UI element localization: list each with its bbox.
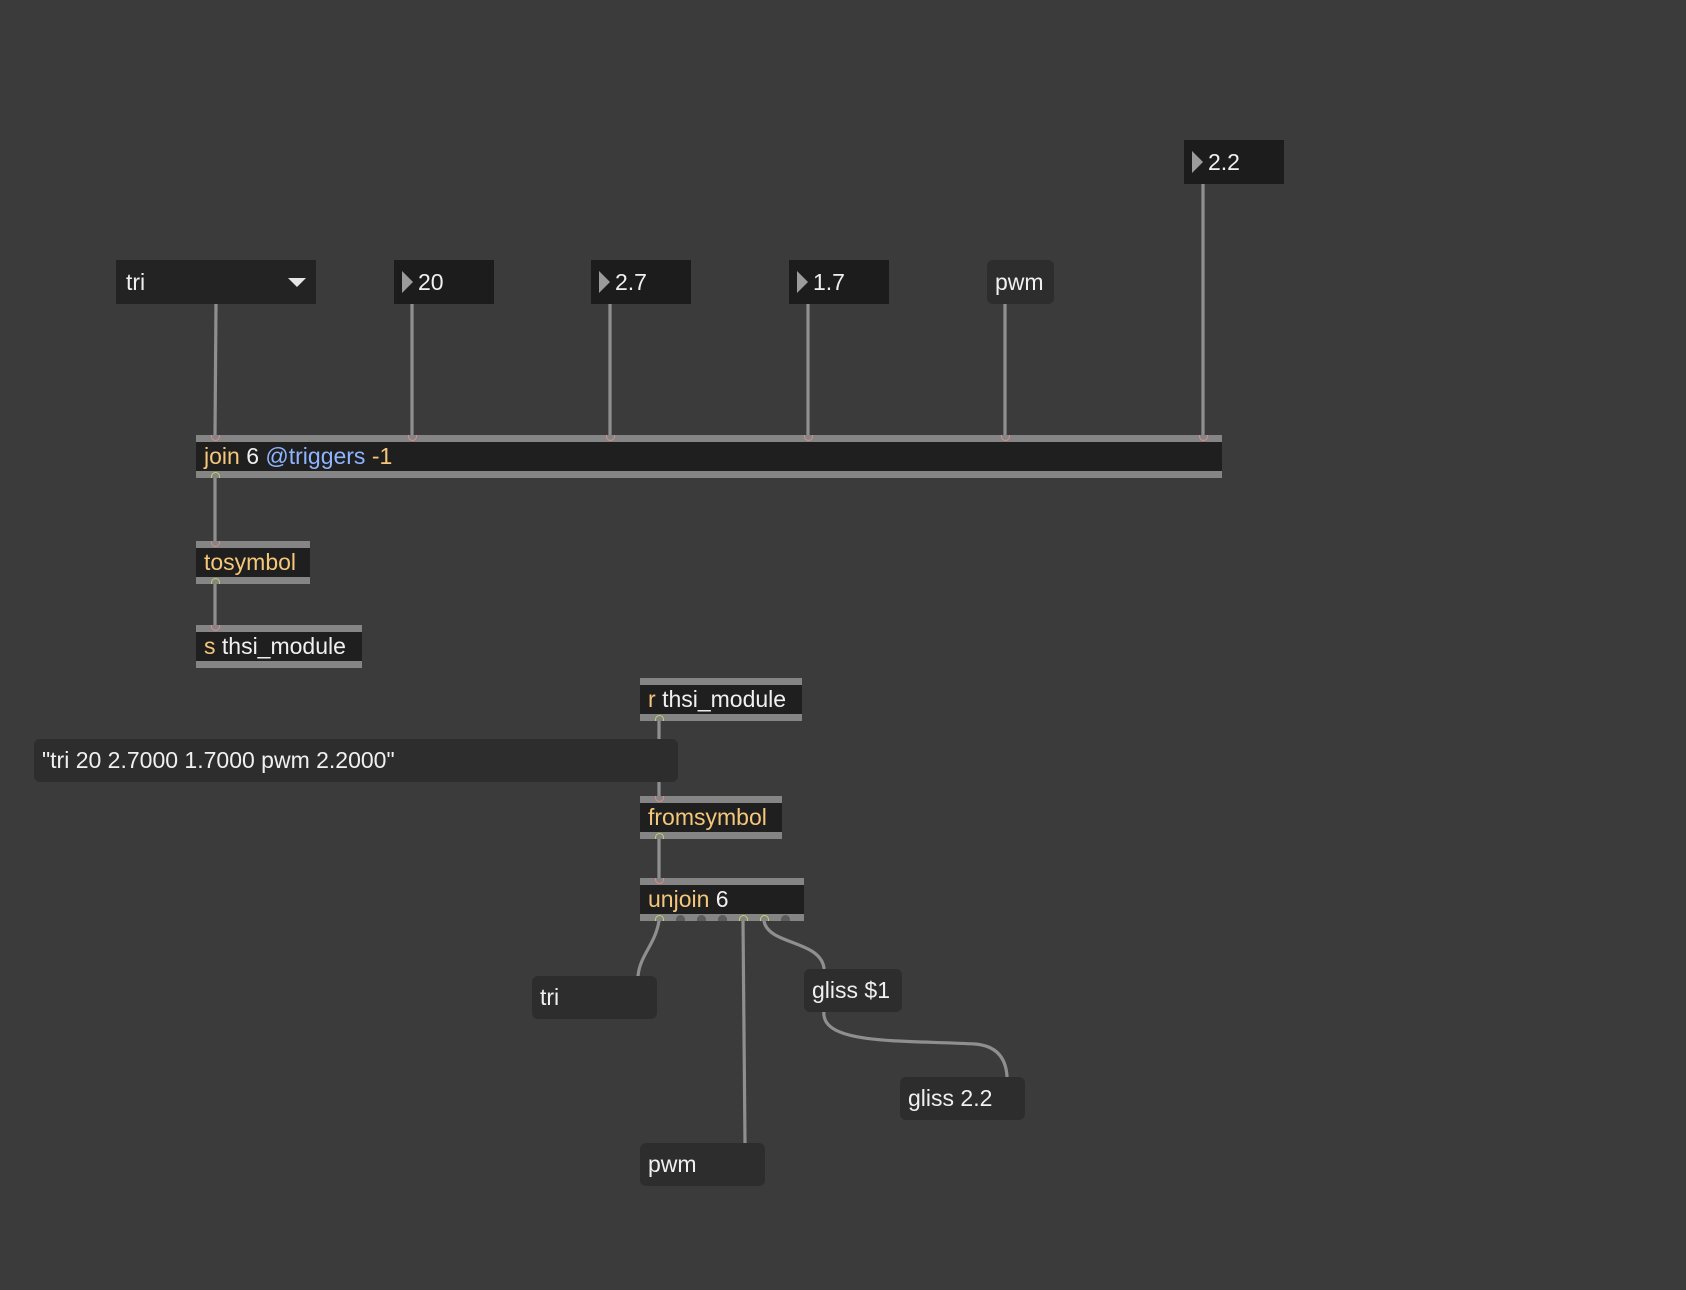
message-box-out-tri[interactable]: tri bbox=[532, 976, 657, 1019]
number-box-gliss[interactable]: 2.2 bbox=[1184, 140, 1284, 184]
object-arg: thsi_module bbox=[221, 633, 346, 659]
inlet[interactable] bbox=[655, 878, 664, 884]
umenu-waveform[interactable]: tri bbox=[116, 260, 316, 304]
message-box-gliss-result[interactable]: gliss 2.2 bbox=[900, 1077, 1025, 1120]
outlet[interactable] bbox=[211, 578, 220, 584]
number-value: 2.7 bbox=[615, 268, 647, 295]
object-receive[interactable]: r thsi_module bbox=[640, 678, 802, 721]
number-box-20[interactable]: 20 bbox=[394, 260, 494, 304]
inlet[interactable] bbox=[211, 625, 220, 631]
object-tosymbol[interactable]: tosymbol bbox=[196, 541, 310, 584]
object-send[interactable]: s thsi_module bbox=[196, 625, 362, 668]
object-class: r bbox=[648, 686, 656, 712]
message-text: pwm bbox=[648, 1151, 697, 1177]
object-arg: 6 bbox=[246, 443, 259, 469]
object-join[interactable]: join 6 @triggers -1 bbox=[196, 435, 1222, 478]
outlet[interactable] bbox=[718, 915, 727, 921]
outlet[interactable] bbox=[697, 915, 706, 921]
outlet[interactable] bbox=[760, 915, 769, 921]
inlet[interactable] bbox=[606, 435, 615, 441]
number-value: 20 bbox=[418, 268, 444, 295]
outlet[interactable] bbox=[739, 915, 748, 921]
number-box-2-7[interactable]: 2.7 bbox=[591, 260, 691, 304]
message-box-gliss-template[interactable]: gliss $1 bbox=[804, 969, 902, 1012]
object-fromsymbol[interactable]: fromsymbol bbox=[640, 796, 782, 839]
message-text: tri bbox=[540, 984, 560, 1010]
message-text: pwm bbox=[995, 268, 1044, 295]
message-text: gliss 2.2 bbox=[908, 1085, 993, 1111]
inlet[interactable] bbox=[1001, 435, 1010, 441]
inlet[interactable] bbox=[655, 796, 664, 802]
outlet[interactable] bbox=[655, 833, 664, 839]
object-class: s bbox=[204, 633, 216, 659]
object-arg: 6 bbox=[715, 886, 729, 912]
message-box-joined-string[interactable]: "tri 20 2.7000 1.7000 pwm 2.2000" bbox=[34, 739, 678, 782]
outlet[interactable] bbox=[655, 915, 664, 921]
patch-cord bbox=[762, 919, 826, 970]
inlet[interactable] bbox=[211, 435, 220, 441]
message-text: "tri 20 2.7000 1.7000 pwm 2.2000" bbox=[42, 747, 395, 773]
number-value: 2.2 bbox=[1208, 148, 1240, 175]
message-text: gliss $1 bbox=[812, 977, 890, 1003]
object-class: join bbox=[204, 443, 240, 469]
patch-cord bbox=[741, 919, 747, 1145]
object-attribute-value: -1 bbox=[371, 443, 393, 469]
object-class: tosymbol bbox=[204, 549, 297, 575]
message-box-out-pwm[interactable]: pwm bbox=[640, 1143, 765, 1186]
object-class: fromsymbol bbox=[648, 804, 767, 830]
inlet[interactable] bbox=[804, 435, 813, 441]
patch-cord bbox=[213, 302, 218, 438]
object-class: unjoin bbox=[648, 886, 710, 912]
outlet[interactable] bbox=[211, 472, 220, 478]
outlet[interactable] bbox=[676, 915, 685, 921]
inlet[interactable] bbox=[211, 541, 220, 547]
number-box-1-7[interactable]: 1.7 bbox=[789, 260, 889, 304]
object-arg: thsi_module bbox=[662, 686, 787, 712]
number-triangle-icon bbox=[599, 271, 610, 293]
patch-cord bbox=[822, 1009, 1009, 1078]
dropdown-arrow-icon[interactable] bbox=[288, 277, 306, 287]
number-triangle-icon bbox=[797, 271, 808, 293]
object-attribute: @triggers bbox=[265, 443, 366, 469]
inlet[interactable] bbox=[1199, 435, 1208, 441]
message-box-pwm-source[interactable]: pwm bbox=[987, 260, 1054, 304]
outlet[interactable] bbox=[655, 715, 664, 721]
number-value: 1.7 bbox=[813, 268, 845, 295]
number-triangle-icon bbox=[1192, 151, 1203, 173]
outlet[interactable] bbox=[781, 915, 790, 921]
inlet[interactable] bbox=[408, 435, 417, 441]
number-triangle-icon bbox=[402, 271, 413, 293]
patch-cord bbox=[636, 919, 661, 978]
umenu-selected: tri bbox=[126, 268, 146, 295]
